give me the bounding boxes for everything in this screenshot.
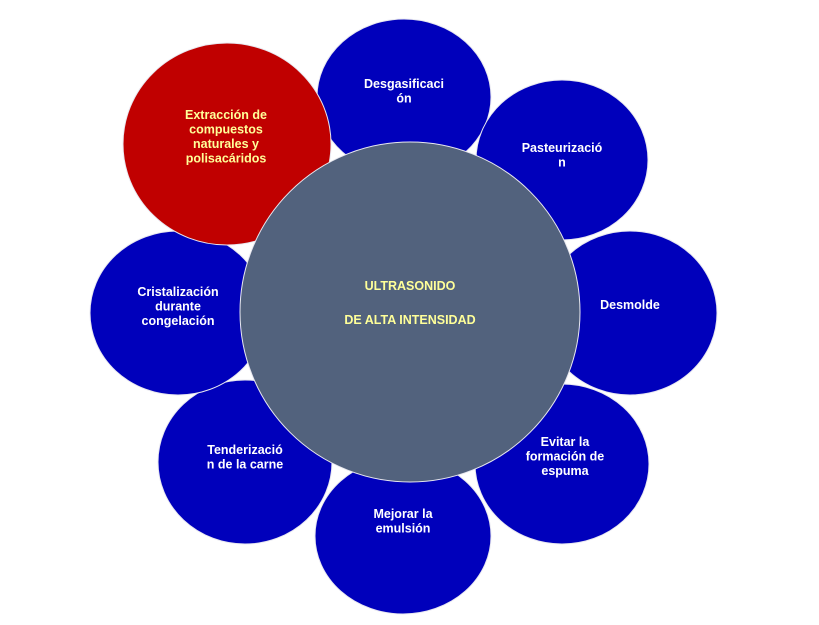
satellite-label-line: durante <box>155 300 201 314</box>
satellite-label-line: Cristalización <box>137 285 218 299</box>
satellite-label-line: espuma <box>541 464 589 478</box>
satellite-label-line: n <box>558 156 566 170</box>
satellite-label-line: Mejorar la <box>373 507 433 521</box>
center-label: ULTRASONIDO DE ALTA INTENSIDAD <box>344 279 475 327</box>
satellite-label-line: naturales y <box>193 137 259 151</box>
satellite-label-line: Desgasificaci <box>364 77 444 91</box>
satellite-label-line: n de la carne <box>207 458 283 472</box>
satellite-label-line: Extracción de <box>185 108 267 122</box>
satellite-label-line: Tenderizació <box>207 443 283 457</box>
center-label-line: ULTRASONIDO <box>365 279 456 293</box>
center-layer: ULTRASONIDO DE ALTA INTENSIDAD <box>239 141 581 483</box>
satellite-label-line: formación de <box>526 450 605 464</box>
satellite-label-line: Desmolde <box>600 298 660 312</box>
center-circle <box>239 141 581 483</box>
satellite-label-line: emulsión <box>376 522 431 536</box>
satellite-circle-extraccion <box>122 42 332 246</box>
center-node: ULTRASONIDO DE ALTA INTENSIDAD <box>239 141 581 483</box>
satellite-label-line: Pasteurizació <box>522 141 603 155</box>
satellite-label-line: ón <box>396 92 411 106</box>
satellite-label-line: polisacáridos <box>186 152 267 166</box>
satellite-label-line: Evitar la <box>541 435 591 449</box>
center-label-line: DE ALTA INTENSIDAD <box>344 313 475 327</box>
satellite-label-line: compuestos <box>189 123 263 137</box>
satellite-label-desmolde: Desmolde <box>600 298 660 312</box>
satellite-label-line: congelación <box>142 314 215 328</box>
